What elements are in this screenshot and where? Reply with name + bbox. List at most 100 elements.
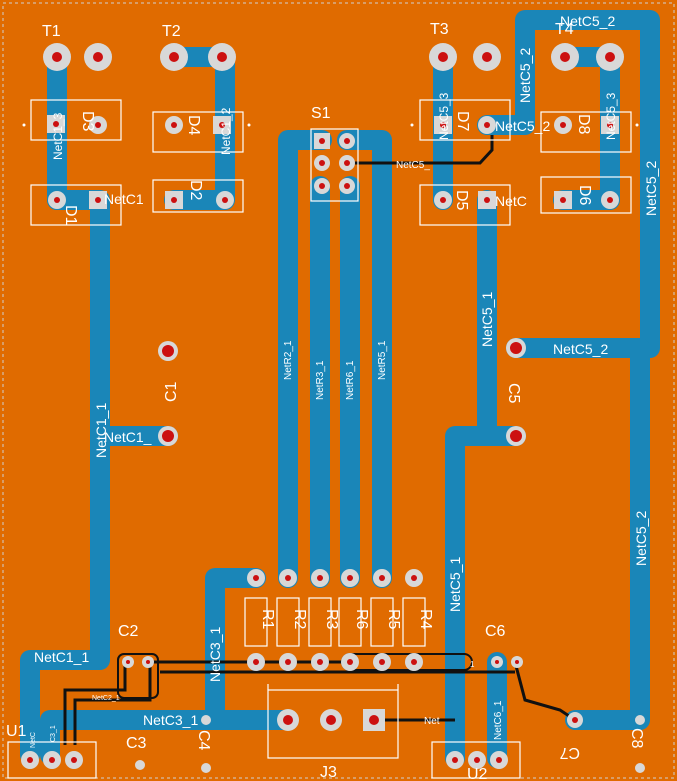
c5-drill-1 [510,342,522,354]
c1-drill-1 [162,345,174,357]
net-label-netr3-1: NetR3_1 [315,360,326,400]
c8-pad-2 [635,763,645,773]
u2-drill-3 [496,757,502,763]
label-d8: D8 [575,114,592,135]
c6-drill-2 [515,660,519,664]
r3-drill-bot [317,659,323,665]
net-label-netc5-2-c5: NetC5_2 [553,341,608,357]
d5-drill-2 [484,197,490,203]
d4-pin1-dot [247,123,251,127]
d5-drill-1 [440,197,446,203]
trace-netr5-1 [337,130,392,588]
trace-netc1-1 [20,190,110,765]
trace-netc5-1b [445,426,497,768]
net-label-netc5-2-low: NetC5_2 [633,511,649,566]
d6-outline [540,176,632,214]
s1-outline [310,128,359,202]
u2-drill-1 [452,757,458,763]
t2-drill-2 [217,52,227,62]
c5-drill-2 [510,430,522,442]
r1-outline [244,597,268,647]
label-u2: U2 [467,766,488,781]
d1-drill-1 [54,197,60,203]
net-label-netc6-1: NetC6_1 [493,700,504,740]
j3-drill-3 [369,715,379,725]
d4-drill-1 [171,122,177,128]
d3-drill-1 [53,121,59,127]
c3-pad [135,760,145,770]
label-d4: D4 [185,115,202,136]
d8-outline [540,111,632,153]
net-label-netc5-2-left: NetC5_2 [517,48,533,103]
t1-drill-1 [52,52,62,62]
label-u1: U1 [6,723,27,740]
d1-drill-2 [95,197,101,203]
label-r2: R2 [291,609,308,630]
net-label-one-c6: 1 [470,660,475,669]
net-label-netc5-2-d7: NetC5_2 [495,118,550,134]
r5-outline [370,597,394,647]
c6-drill-1 [495,660,499,664]
j3-drill-1 [283,715,293,725]
bottom-trace-box-c2 [117,653,159,699]
t4-drill-1 [560,52,570,62]
label-c2: C2 [118,623,139,640]
t3-drill-1 [438,52,448,62]
label-c8: C8 [628,728,645,749]
d1-outline [30,184,122,226]
r4-drill-top [411,575,417,581]
r5-drill-bot [379,659,385,665]
r5-drill-top [379,575,385,581]
u1-outline [7,741,97,779]
j3-outline [267,689,399,759]
d3-pin1-dot [22,123,26,127]
s1-drill-4 [344,160,350,166]
net-label-netc5-1-lower: NetC5_1 [447,557,463,612]
t4-drill-2 [605,52,615,62]
d8-drill-1 [560,122,566,128]
bottom-trace-netc5 [350,135,494,165]
label-d7: D7 [454,111,471,132]
pin-one-markers [22,123,639,127]
s1-drill-6 [344,183,350,189]
r6-drill-top [347,575,353,581]
label-d5: D5 [453,190,470,211]
net-label-netr5-1: NetR5_1 [377,340,388,380]
u1-drill-3 [71,757,77,763]
net-label-netr2-1: NetR2_1 [283,340,294,380]
net-label-netc3-1-h: NetC3_1 [143,712,198,728]
label-r5: R5 [385,609,402,630]
label-c7: C7 [559,744,580,761]
d2-drill-2 [222,197,228,203]
d4-outline [152,111,244,153]
net-label-netc5-3-right: NetC5_3 [604,92,618,140]
c1-drill-2 [162,430,174,442]
label-j3: J3 [320,764,337,781]
label-s1: S1 [311,105,331,122]
r3-drill-top [317,575,323,581]
net-label-netc5-2-right: NetC5_2 [643,161,659,216]
d3-outline [30,99,122,141]
r1-drill-top [253,575,259,581]
c2-drill-1 [126,660,130,664]
r4-drill-bot [411,659,417,665]
t3-drill-2 [482,52,492,62]
net-label-netr6-1: NetR6_1 [345,360,356,400]
net-labels: NetC1_1 NetC1_1 NetC1_ NetC1 NetC1_3 Net… [30,13,659,748]
net-label-netc1-1-v: NetC1_1 [93,403,109,458]
bottom-trace-netc6 [513,661,576,722]
net-label-net-j3: Net [424,716,440,727]
label-c1: C1 [163,381,180,402]
net-label-netc3-1-v: NetC3_1 [207,627,223,682]
drill-holes [27,52,615,763]
s1-drill-3 [319,160,325,166]
c2-drill-2 [146,660,150,664]
d6-drill-2 [607,197,613,203]
d8-pin1-dot [635,123,639,127]
label-t1: T1 [42,23,61,40]
net-label-netc1-2: NetC1_2 [219,107,233,155]
c4-pad-2 [201,763,211,773]
r2-drill-top [285,575,291,581]
label-t3: T3 [430,21,449,38]
